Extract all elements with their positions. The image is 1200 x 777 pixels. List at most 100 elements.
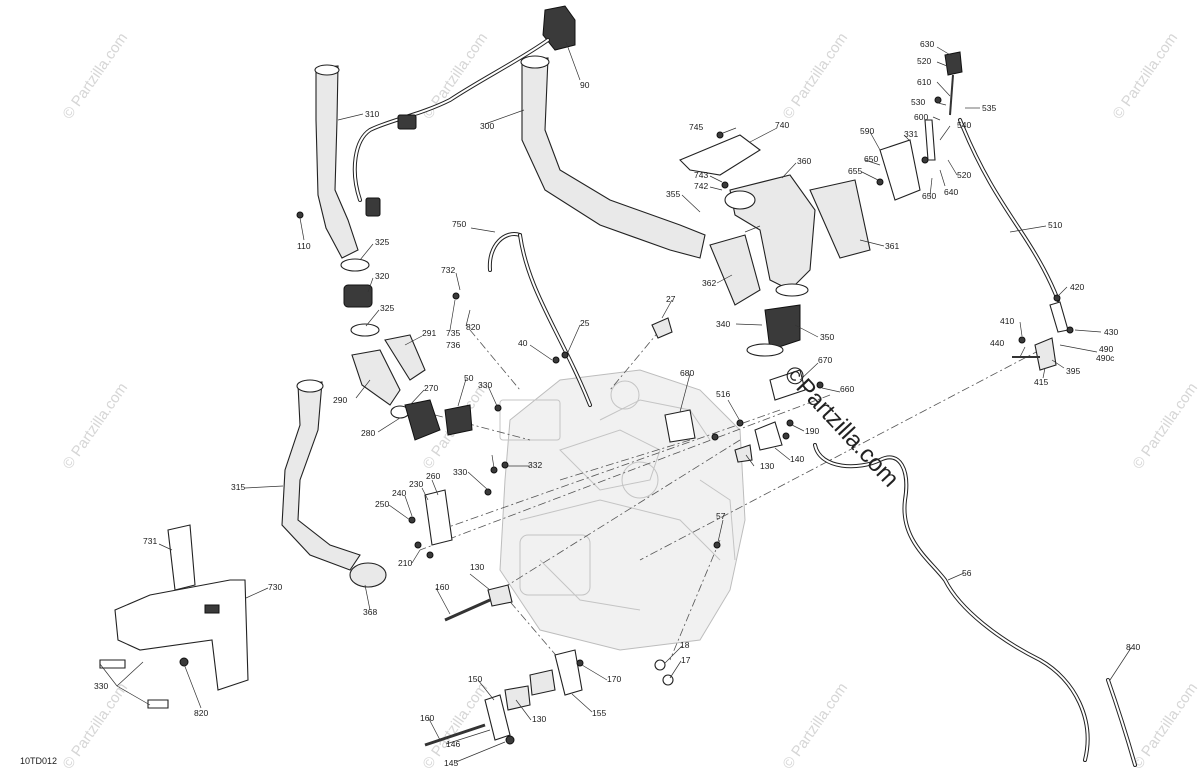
hardware: [179, 96, 1074, 747]
callout-label: 610: [917, 77, 931, 87]
callout-label: 415: [1034, 377, 1048, 387]
callout-label: 410: [1000, 316, 1014, 326]
callout-label: 25: [580, 318, 590, 328]
callout-label: 57: [716, 511, 726, 521]
callout-label: 40: [518, 338, 528, 348]
callout-label: 90: [580, 80, 590, 90]
callout-label: 520: [917, 56, 931, 66]
callout-label: 395: [1066, 366, 1080, 376]
callout-label: 490: [1099, 344, 1113, 354]
callout-label: 750: [452, 219, 466, 229]
callout-label: 840: [1126, 642, 1140, 652]
callout-label: 368: [363, 607, 377, 617]
callout-label: 145: [444, 758, 458, 768]
shift-linkage: [879, 51, 1069, 371]
callout-label: 440: [990, 338, 1004, 348]
callout-label: 540: [957, 120, 971, 130]
leader-lines: [99, 41, 1132, 763]
callout-label: 240: [392, 488, 406, 498]
callout-label: 362: [702, 278, 716, 288]
watermark-main: ©Partzilla.com: [779, 361, 904, 493]
callout-label: 360: [797, 156, 811, 166]
callout-label: 310: [365, 109, 379, 119]
callout-label: 510: [1048, 220, 1062, 230]
callout-label: 140: [790, 454, 804, 464]
watermark: © Partzilla.com: [1109, 30, 1181, 123]
callout-label: 330: [453, 467, 467, 477]
air-intake-ducts: [281, 5, 871, 588]
callout-label: 361: [885, 241, 899, 251]
callout-label: 340: [716, 319, 730, 329]
callout-label: 660: [840, 384, 854, 394]
callout-label: 260: [426, 471, 440, 481]
assembly-lines: [419, 329, 1041, 661]
callout-label: 320: [375, 271, 389, 281]
callout-label: 280: [361, 428, 375, 438]
callout-label: 155: [592, 708, 606, 718]
callout-label: 291: [422, 328, 436, 338]
callout-label: 430: [1104, 327, 1118, 337]
callout-label: 820: [466, 322, 480, 332]
callout-label: 516: [716, 389, 730, 399]
callout-label: 640: [944, 187, 958, 197]
callout-label: 745: [689, 122, 703, 132]
watermark: © Partzilla.com: [59, 30, 131, 123]
callout-label: 270: [424, 383, 438, 393]
callout-label: 590: [860, 126, 874, 136]
callout-label: 150: [468, 674, 482, 684]
callout-label: 332: [528, 460, 542, 470]
callout-label: 325: [375, 237, 389, 247]
watermark: © Partzilla.com: [59, 680, 131, 773]
callout-label: 160: [420, 713, 434, 723]
callout-label: 820: [194, 708, 208, 718]
callout-label: 130: [470, 562, 484, 572]
callout-label: 630: [920, 39, 934, 49]
switch-housing: [542, 5, 576, 51]
callout-label: 520: [957, 170, 971, 180]
callout-label: 600: [914, 112, 928, 122]
callout-label: 210: [398, 558, 412, 568]
callout-label: 110: [297, 241, 311, 251]
callout-label: 17: [681, 655, 691, 665]
callout-label: 146: [446, 739, 460, 749]
callout-label: 325: [380, 303, 394, 313]
callout-label: 740: [775, 120, 789, 130]
callout-label: 331: [904, 129, 918, 139]
callout-label: 315: [231, 482, 245, 492]
callout-label: 730: [268, 582, 282, 592]
watermark: © Partzilla.com: [779, 30, 851, 123]
callout-label: 50: [464, 373, 474, 383]
callout-label: 18: [680, 640, 690, 650]
callout-label: 290: [333, 395, 347, 405]
callout-label: 420: [1070, 282, 1084, 292]
callout-label: 130: [760, 461, 774, 471]
callout-label: 732: [441, 265, 455, 275]
callout-label: 490c: [1096, 353, 1115, 363]
callout-label: 680: [680, 368, 694, 378]
callout-label: 300: [480, 121, 494, 131]
callout-label: 535: [982, 103, 996, 113]
callout-labels: 630 520 610 530 535 600 540 331 590 650 …: [94, 39, 1140, 768]
callout-label: 27: [666, 294, 676, 304]
callout-label: 650: [922, 191, 936, 201]
callout-label: 736: [446, 340, 460, 350]
callout-label: 655: [848, 166, 862, 176]
watermark: © Partzilla.com: [779, 680, 851, 773]
callout-label: 160: [435, 582, 449, 592]
watermark: © Partzilla.com: [1129, 680, 1200, 773]
callout-label: 650: [864, 154, 878, 164]
callout-label: 743: [694, 170, 708, 180]
callout-label: 170: [607, 674, 621, 684]
engine-block: [499, 369, 746, 651]
watermark: © Partzilla.com: [1129, 380, 1200, 473]
callout-label: 56: [962, 568, 972, 578]
diagram-code: 10TD012: [20, 756, 57, 766]
callout-label: 670: [818, 355, 832, 365]
callout-label: 330: [94, 681, 108, 691]
callout-label: 130: [532, 714, 546, 724]
callout-label: 530: [911, 97, 925, 107]
callout-label: 190: [805, 426, 819, 436]
support-bracket: [99, 524, 249, 709]
callout-label: 330: [478, 380, 492, 390]
